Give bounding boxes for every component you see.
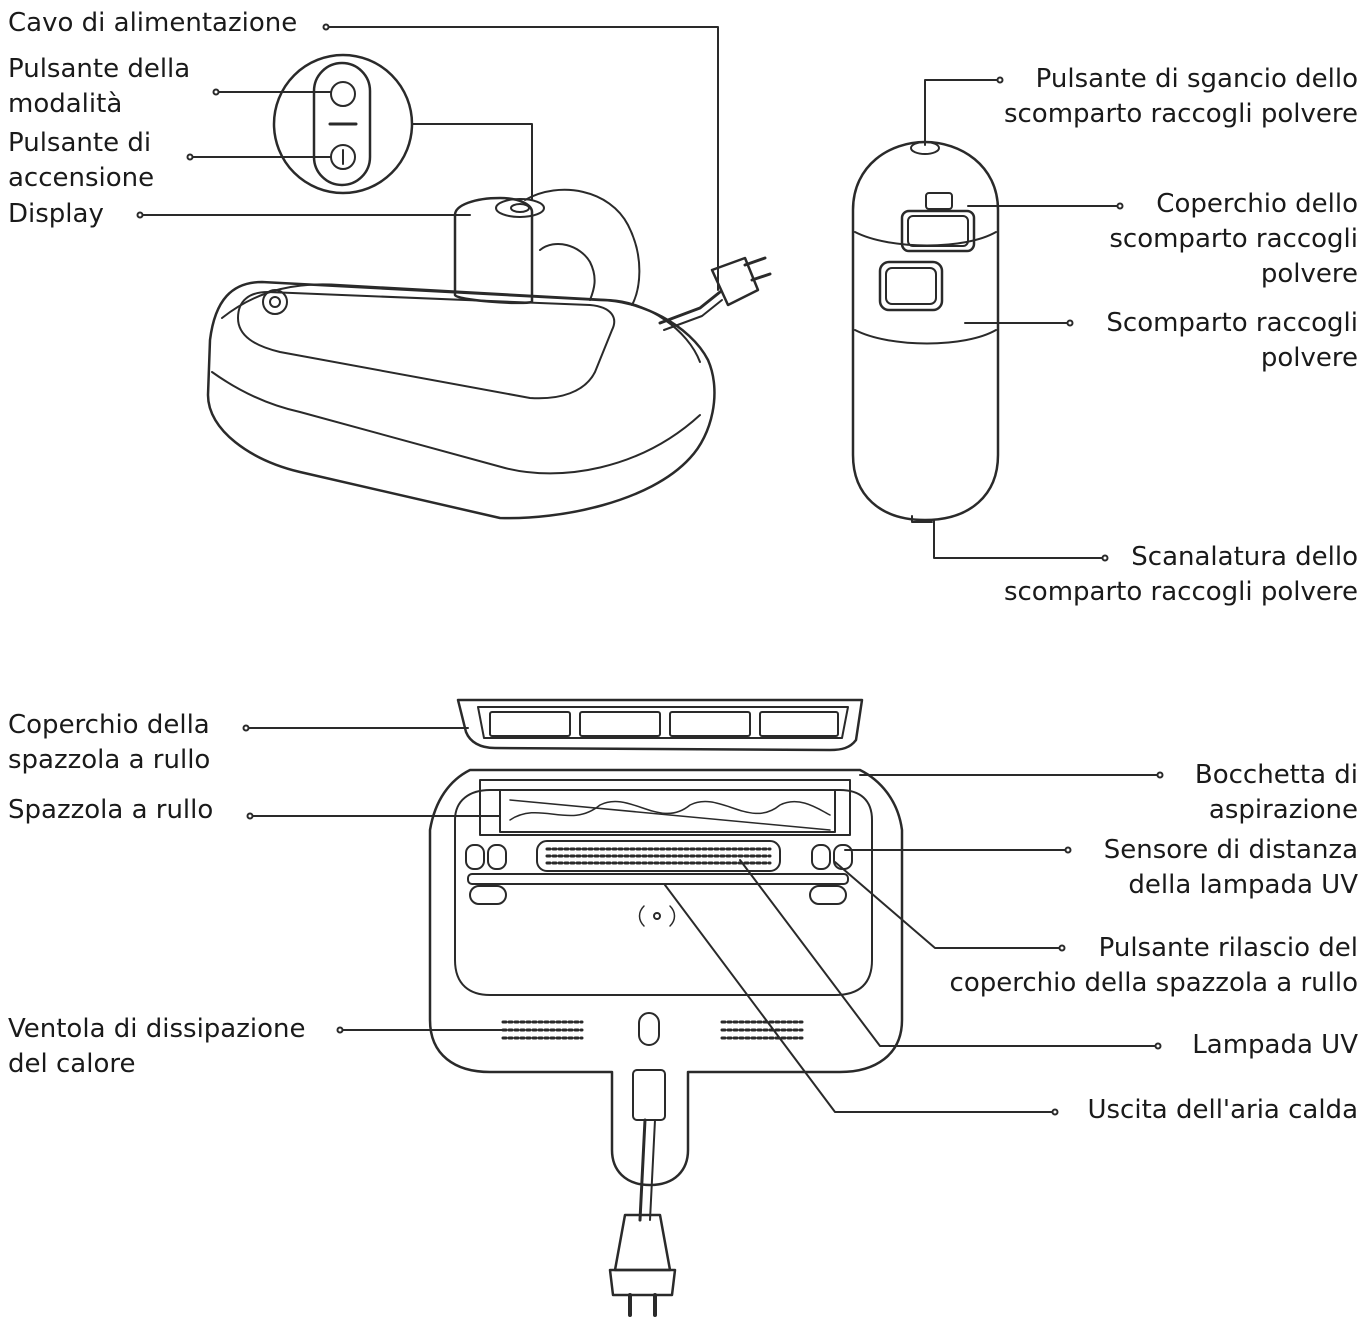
label-heat-fan-line2: del calore [8,1049,136,1079]
label-display: Display [8,197,104,232]
label-suction-inlet: Bocchetta di aspirazione [1195,758,1358,828]
label-roller-brush-text: Spazzola a rullo [8,795,214,825]
label-brush-cover-line2: spazzola a rullo [8,745,211,775]
leader-dust-groove [933,519,1106,559]
label-dust-release-line2: scomparto raccogli polvere [1003,99,1358,129]
label-power-cord: Cavo di alimentazione [8,6,297,41]
leader-lines [136,23,1164,1116]
label-heat-fan-line1: Ventola di dissipazione [8,1014,306,1044]
label-dust-release-button: Pulsante di sgancio dello scomparto racc… [1004,62,1358,132]
label-dust-cover-line1: Coperchio dello [1156,189,1358,219]
dust-container-illustration [851,140,1000,523]
label-roller-brush: Spazzola a rullo [8,793,213,828]
leader-zoom-connector [411,123,533,201]
label-uv-lamp: Lampada UV [1192,1028,1358,1063]
label-uv-lamp-text: Lampada UV [1192,1030,1358,1060]
label-suction-inlet-line2: aspirazione [1208,795,1358,825]
label-dust-compartment-line1: Scomparto raccogli [1106,308,1358,338]
label-heat-fan: Ventola di dissipazione del calore [8,1012,306,1082]
label-hot-air-outlet-text: Uscita dell'aria calda [1087,1095,1358,1125]
label-dust-compartment-line2: polvere [1260,343,1358,373]
leader-hot-air-outlet [664,884,1056,1113]
label-uv-distance-sensor: Sensore di distanza della lampada UV [1104,833,1358,903]
label-display-text: Display [8,199,104,229]
device-side-view [206,188,772,520]
leader-uv-lamp [739,859,1159,1047]
label-power-button-line1: Pulsante di [8,128,152,158]
label-power-button-line2: accensione [8,163,155,193]
label-mode-button: Pulsante della modalità [8,52,190,122]
button-zoom-inset [272,53,414,195]
leader-power-cord [325,26,719,291]
label-dust-groove-line2: scomparto raccogli polvere [1003,577,1358,607]
label-mode-button-line1: Pulsante della [8,54,191,84]
label-hot-air-outlet: Uscita dell'aria calda [1087,1093,1358,1128]
leader-brush-cover-release [834,861,1063,949]
label-dust-compartment: Scomparto raccogli polvere [1106,306,1358,376]
label-brush-release-line2: coperchio della spazzola a rullo [949,968,1358,998]
label-power-button: Pulsante di accensione [8,126,154,196]
label-dust-groove: Scanalatura dello scomparto raccogli pol… [1004,540,1358,610]
label-brush-cover-release: Pulsante rilascio del coperchio della sp… [950,931,1358,1001]
label-dust-cover: Coperchio dello scomparto raccogli polve… [1109,187,1358,292]
label-dust-release-line1: Pulsante di sgancio dello [1035,64,1358,94]
label-dust-cover-line2: scomparto raccogli [1109,224,1358,254]
label-brush-cover-line1: Coperchio della [8,710,210,740]
label-uv-sensor-line2: della lampada UV [1128,870,1358,900]
underside-illustration [428,698,904,1317]
label-uv-sensor-line1: Sensore di distanza [1103,835,1358,865]
label-dust-cover-line3: polvere [1260,259,1358,289]
label-dust-groove-line1: Scanalatura dello [1131,542,1358,572]
label-suction-inlet-line1: Bocchetta di [1194,760,1358,790]
label-power-cord-text: Cavo di alimentazione [8,8,298,38]
label-brush-release-line1: Pulsante rilascio del [1098,933,1358,963]
leader-dust-release [924,79,1001,146]
label-mode-button-line2: modalità [8,89,123,119]
label-brush-cover: Coperchio della spazzola a rullo [8,708,210,778]
